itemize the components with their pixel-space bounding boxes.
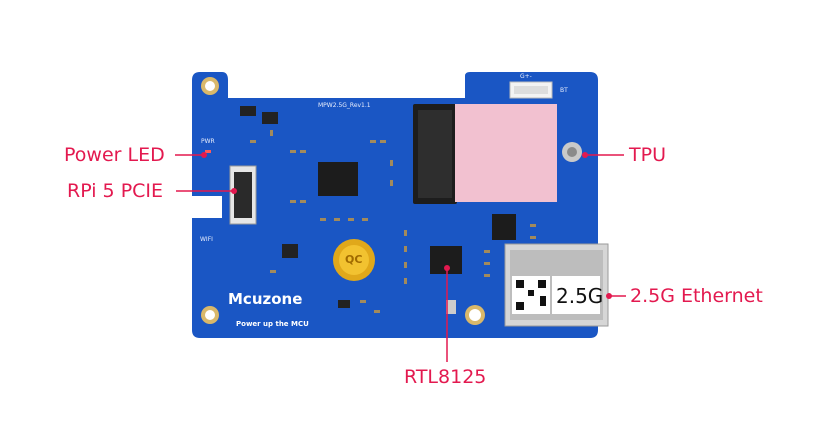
power-led-label: Power LED bbox=[64, 144, 165, 166]
ethernet-label: 2.5G Ethernet bbox=[630, 285, 763, 307]
power-led-dot bbox=[201, 152, 207, 158]
tpu-module bbox=[455, 104, 557, 202]
silk-bt: BT bbox=[560, 87, 568, 94]
ethernet-module-label: 2.5G bbox=[556, 284, 604, 308]
pcie-dot bbox=[231, 188, 237, 194]
rtl-dot bbox=[444, 265, 450, 271]
battery-connector bbox=[509, 81, 553, 99]
silk-gnd: G+- bbox=[520, 73, 532, 80]
ethernet-dot bbox=[606, 293, 612, 299]
rtl8125-label: RTL8125 bbox=[404, 366, 487, 388]
qc-seal bbox=[333, 239, 375, 281]
mounting-holes bbox=[201, 77, 582, 325]
silk-wifi: WIFI bbox=[200, 236, 213, 243]
rpi-pcie-label: RPi 5 PCIE bbox=[67, 180, 164, 202]
m2-slot bbox=[413, 104, 457, 204]
tpu-label: TPU bbox=[629, 144, 666, 166]
tpu-dot bbox=[582, 152, 588, 158]
smd-components bbox=[205, 130, 536, 313]
chips bbox=[240, 106, 516, 314]
board-revision: MPW2.5G_Rev1.1 bbox=[318, 102, 371, 109]
board-brand: Mcuzone bbox=[228, 290, 303, 308]
pcie-ffc-connector bbox=[229, 165, 257, 225]
qc-seal-text: QC bbox=[345, 253, 363, 266]
silk-pwr: PWR bbox=[201, 138, 215, 145]
ethernet-jack bbox=[504, 243, 609, 327]
board-tagline: Power up the MCU bbox=[236, 320, 309, 328]
